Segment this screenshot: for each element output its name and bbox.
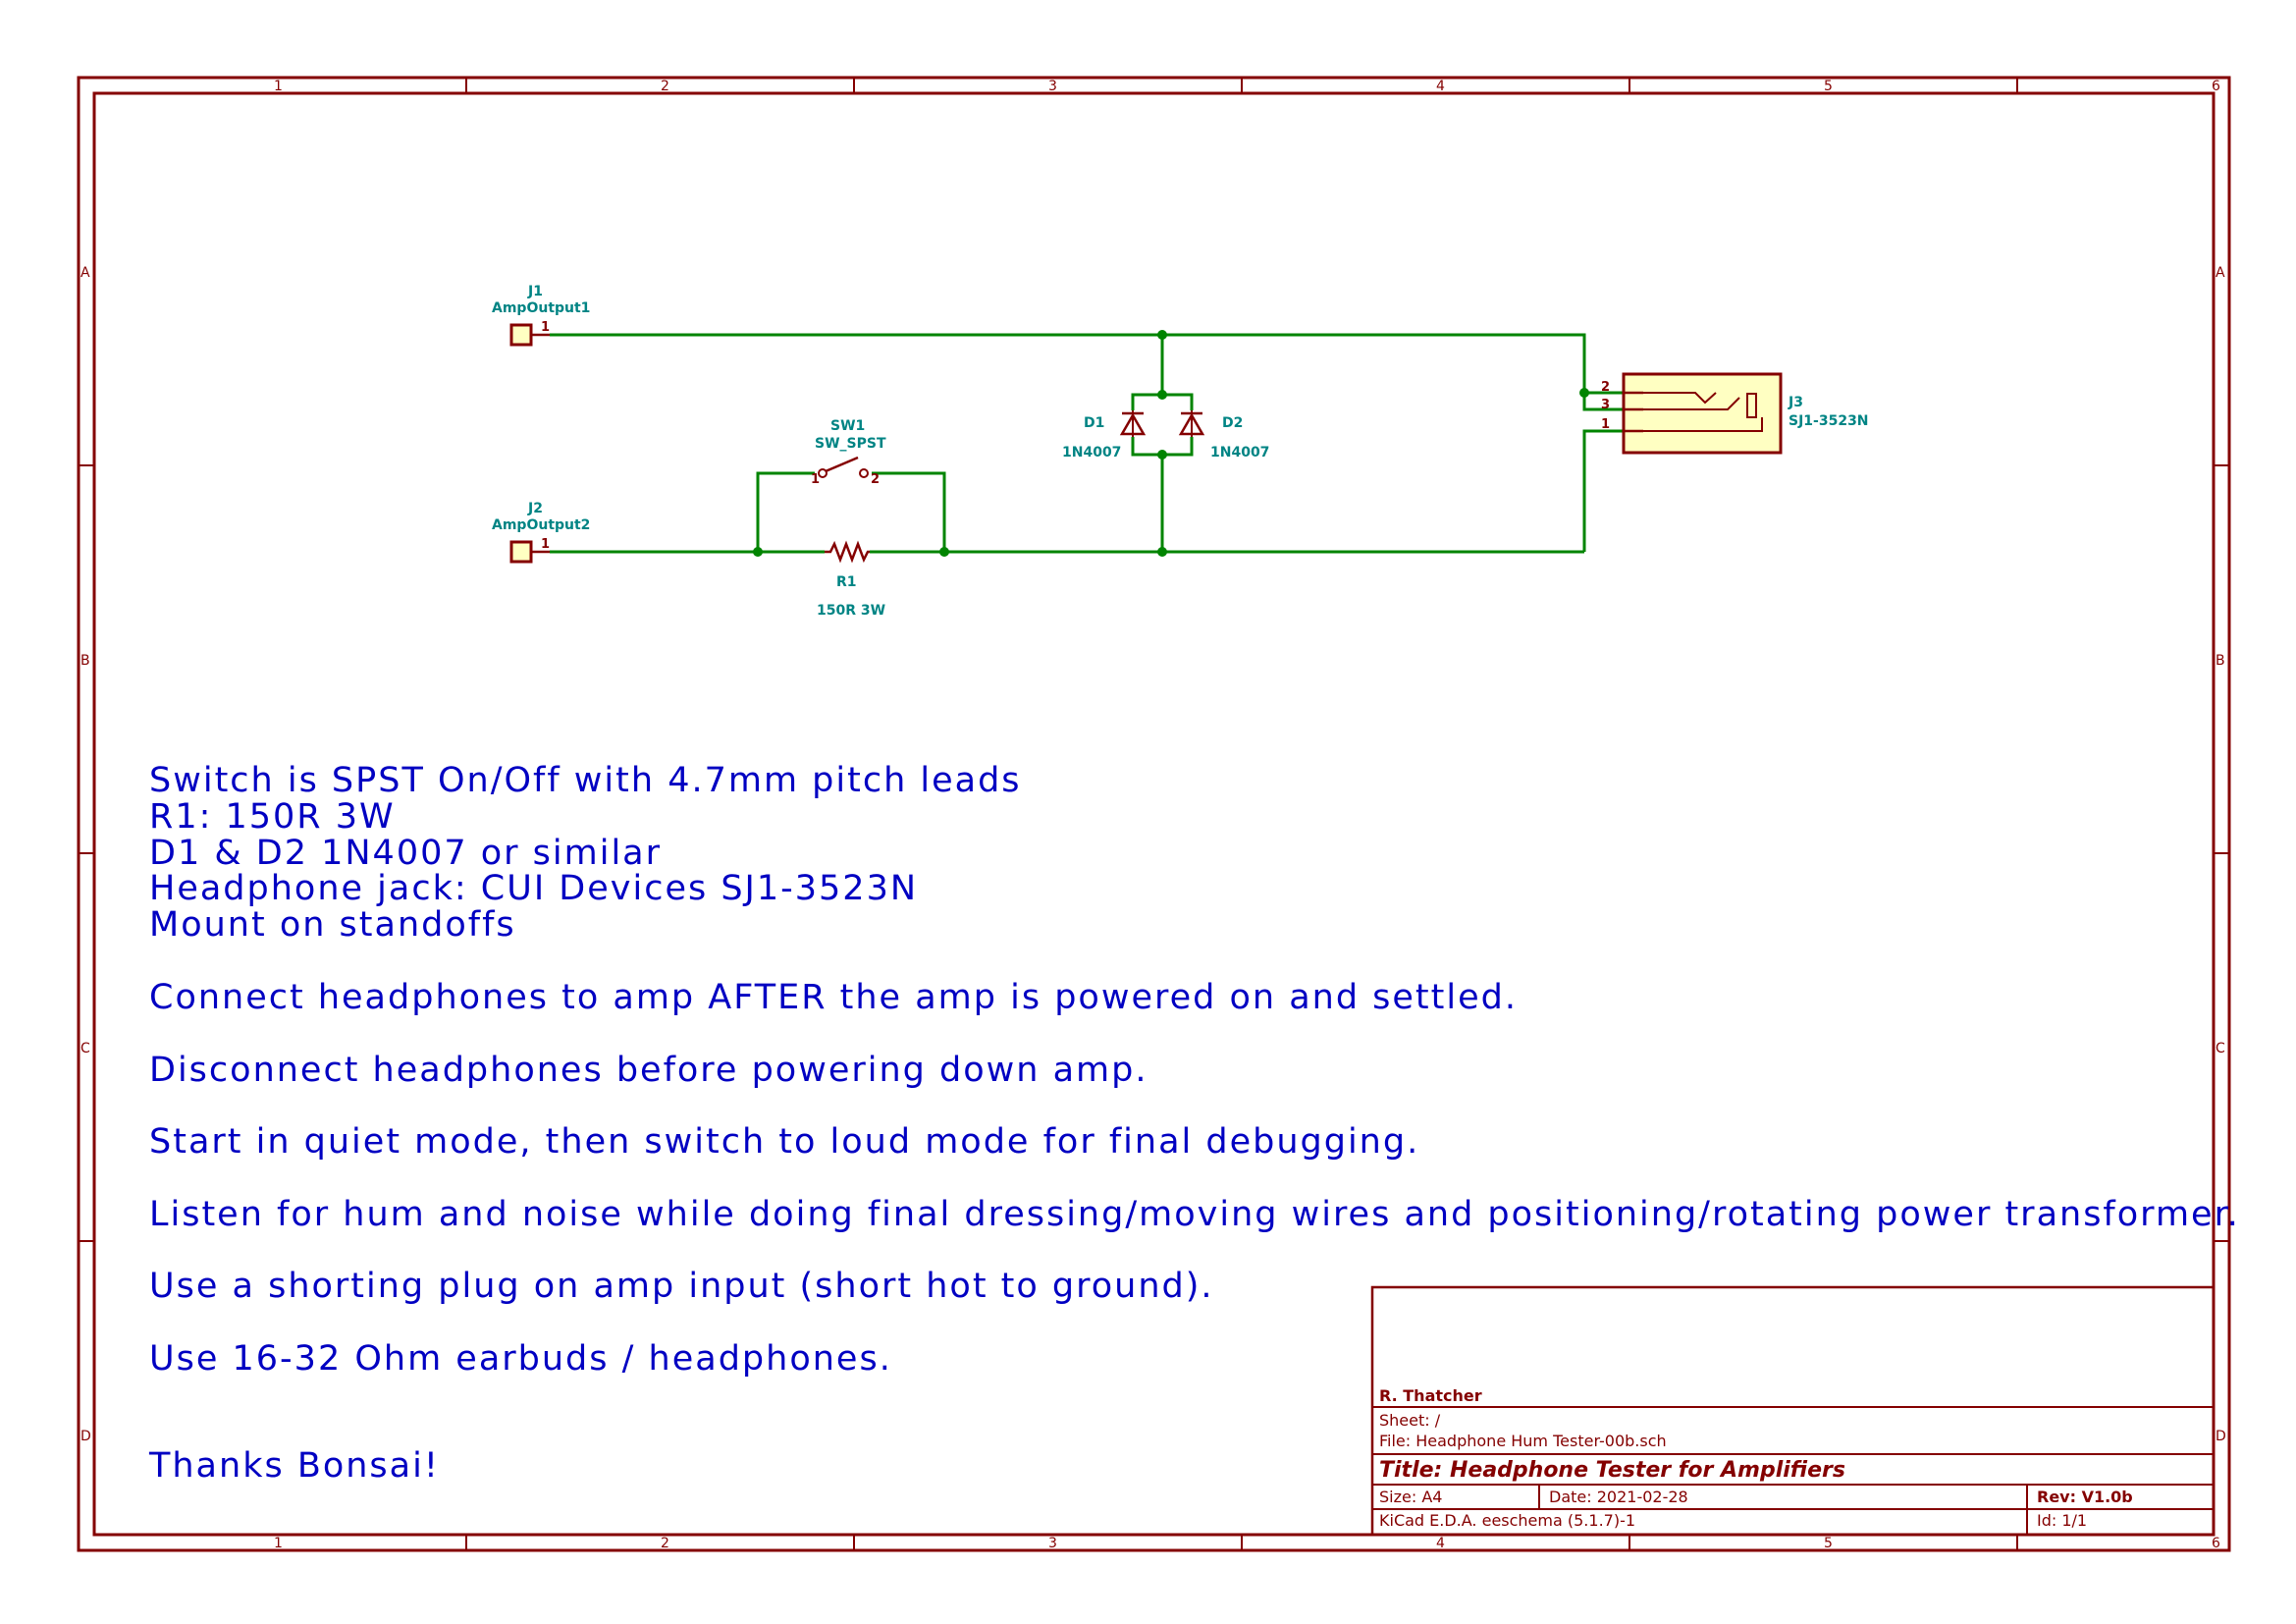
connector-j2: J2 AmpOutput2 1 <box>492 501 590 564</box>
title-block-size: Size: A4 <box>1379 1488 1442 1506</box>
junction-dot <box>1157 450 1167 460</box>
title-block: R. Thatcher Sheet: / File: Headphone Hum… <box>1370 1285 2216 1537</box>
j1-pin-number: 1 <box>541 320 550 335</box>
jack-j3: 2 3 1 J3 SJ1-3523N <box>1601 372 1869 455</box>
j1-ref: J1 <box>527 284 543 299</box>
wire-sw-left <box>756 471 815 552</box>
zone-row-d-left: D <box>80 1429 91 1444</box>
zone-row-b-right: B <box>2216 653 2225 669</box>
j1-value: AmpOutput1 <box>492 300 590 316</box>
switch-sw1: SW1 SW_SPST 1 2 <box>811 418 886 487</box>
zone-row-c-right: C <box>2216 1041 2225 1056</box>
wire-j3-pin1 <box>1582 429 1624 552</box>
zone-col-3-bottom: 3 <box>1048 1536 1057 1551</box>
note-line: Connect headphones to amp AFTER the amp … <box>149 978 1518 1017</box>
zone-col-2-bottom: 2 <box>661 1536 669 1551</box>
sw1-value: SW_SPST <box>815 436 886 452</box>
diode-d1: D1 1N4007 <box>1062 410 1147 460</box>
wire-j3-pin3 <box>1582 393 1624 411</box>
zone-col-2-top: 2 <box>661 79 669 94</box>
note-line: Listen for hum and noise while doing fin… <box>149 1195 2240 1234</box>
zone-row-a-right: A <box>2216 265 2225 281</box>
notes: Switch is SPST On/Off with 4.7mm pitch l… <box>148 761 2240 1486</box>
d1-ref: D1 <box>1084 415 1104 431</box>
j3-pin1-number: 1 <box>1601 417 1610 432</box>
title-block-file: File: Headphone Hum Tester-00b.sch <box>1379 1432 1667 1450</box>
note-line: Thanks Bonsai! <box>148 1446 440 1486</box>
note-line: Headphone jack: CUI Devices SJ1-3523N <box>149 869 918 908</box>
j3-ref: J3 <box>1788 395 1803 410</box>
zone-col-4-bottom: 4 <box>1436 1536 1445 1551</box>
note-line: Disconnect headphones before powering do… <box>149 1051 1148 1090</box>
zone-col-1-top: 1 <box>274 79 283 94</box>
j3-pin2-number: 2 <box>1601 380 1610 395</box>
junction-dot <box>939 547 949 557</box>
note-line: Mount on standoffs <box>149 905 516 945</box>
wire-sw-right <box>872 471 946 552</box>
d2-value: 1N4007 <box>1210 445 1269 460</box>
zone-col-6-top: 6 <box>2212 79 2220 94</box>
zone-col-1-bottom: 1 <box>274 1536 283 1551</box>
zone-col-6-bottom: 6 <box>2212 1536 2220 1551</box>
note-line: Use a shorting plug on amp input (short … <box>149 1267 1214 1306</box>
title-block-date: Date: 2021-02-28 <box>1549 1488 1688 1506</box>
zone-row-d-right: D <box>2216 1429 2226 1444</box>
d2-ref: D2 <box>1222 415 1243 431</box>
sw1-ref: SW1 <box>830 418 865 434</box>
title-block-id: Id: 1/1 <box>2037 1511 2087 1530</box>
j3-pin3-number: 3 <box>1601 398 1610 412</box>
zone-row-b-left: B <box>80 653 90 669</box>
row-ticks <box>79 464 2229 1242</box>
sw1-pin1-number: 1 <box>811 472 820 487</box>
zone-col-5-top: 5 <box>1824 79 1833 94</box>
j2-pin-number: 1 <box>541 537 550 552</box>
junction-dot <box>753 547 763 557</box>
d1-value: 1N4007 <box>1062 445 1121 460</box>
junctions <box>753 330 1589 557</box>
r1-value: 150R 3W <box>817 603 885 619</box>
column-ticks <box>465 78 2018 1550</box>
junction-dot <box>1157 547 1167 557</box>
junction-dot <box>1157 330 1167 340</box>
title-block-author: R. Thatcher <box>1379 1386 1482 1405</box>
sw1-pin2-number: 2 <box>871 472 880 487</box>
zone-labels: 1 2 3 4 5 6 1 2 3 4 5 6 A B C D A B C D <box>80 79 2226 1551</box>
note-line: D1 & D2 1N4007 or similar <box>149 834 662 873</box>
junction-dot <box>1579 388 1589 398</box>
j3-value: SJ1-3523N <box>1789 413 1869 429</box>
title-block-sheet: Sheet: / <box>1379 1411 1441 1430</box>
zone-col-4-top: 4 <box>1436 79 1445 94</box>
junction-dot <box>1157 390 1167 400</box>
wires <box>550 333 1624 554</box>
title-block-rev: Rev: V1.0b <box>2037 1488 2133 1506</box>
note-line: Use 16-32 Ohm earbuds / headphones. <box>149 1339 892 1379</box>
zone-row-c-left: C <box>80 1041 90 1056</box>
title-block-title: Title: Headphone Tester for Amplifiers <box>1379 1458 1845 1483</box>
wire-j1-net <box>550 333 1586 393</box>
outer-border <box>77 76 2231 1552</box>
wire-diode-top-bar <box>1131 393 1194 410</box>
r1-ref: R1 <box>836 574 857 590</box>
zone-row-a-left: A <box>80 265 90 281</box>
note-line: R1: 150R 3W <box>149 797 396 837</box>
resistor-r1: R1 150R 3W <box>817 540 885 619</box>
zone-col-3-top: 3 <box>1048 79 1057 94</box>
connector-j1: J1 AmpOutput1 1 <box>492 284 590 347</box>
note-line: Start in quiet mode, then switch to loud… <box>149 1122 1419 1162</box>
j2-value: AmpOutput2 <box>492 517 590 533</box>
inner-border <box>92 91 2216 1537</box>
j2-ref: J2 <box>527 501 543 516</box>
note-line: Switch is SPST On/Off with 4.7mm pitch l… <box>149 761 1022 800</box>
diode-d2: D2 1N4007 <box>1178 410 1269 460</box>
zone-col-5-bottom: 5 <box>1824 1536 1833 1551</box>
title-block-tool: KiCad E.D.A. eeschema (5.1.7)-1 <box>1379 1511 1635 1530</box>
